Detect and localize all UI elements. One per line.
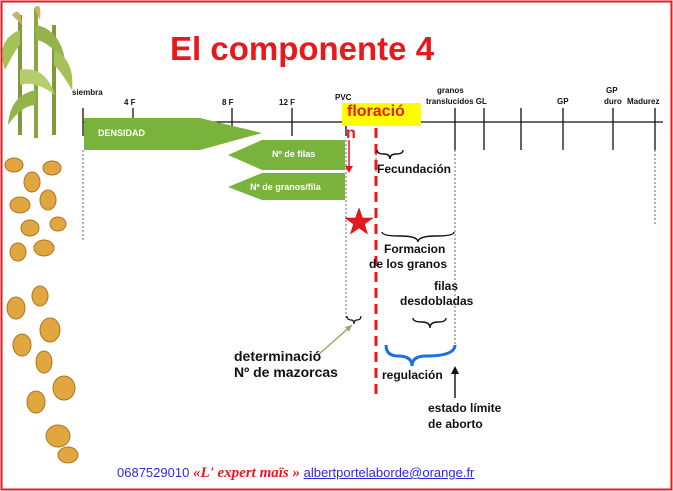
stage-pvc: PVC xyxy=(335,93,352,102)
footer-phone: 0687529010 xyxy=(117,465,190,480)
regulacion-label: regulación xyxy=(382,368,443,382)
determinacion-pointer-head xyxy=(345,325,352,332)
regulacion-bracket xyxy=(384,344,457,367)
fecundacion-bracket xyxy=(376,149,404,160)
granos-fila-arrow xyxy=(228,173,345,200)
stage-gp-duro-1: GP xyxy=(606,86,618,95)
corn-kernels-illustration xyxy=(4,157,79,464)
stage-gp: GP xyxy=(557,97,569,106)
floracion-highlight xyxy=(342,103,421,126)
densidad-label: DENSIDAD xyxy=(98,128,146,138)
densidad-arrow xyxy=(84,118,262,150)
star-icon xyxy=(344,207,374,235)
limite-label-2: de aborto xyxy=(428,417,483,431)
footer: 0687529010 «L' expert maïs » albertporte… xyxy=(117,465,474,482)
determinacion-bracket xyxy=(346,315,362,325)
corn-plant-illustration xyxy=(2,5,73,138)
page-title: El componente 4 xyxy=(170,30,435,67)
filas-label-1: filas xyxy=(434,279,459,293)
fecundacion-label: Fecundación xyxy=(377,162,452,176)
stage-8f: 8 F xyxy=(222,98,234,107)
floracion-label: floració xyxy=(347,103,405,120)
aborto-arrow-head xyxy=(451,366,459,374)
floracion-arrow-head xyxy=(345,166,353,173)
formacion-bracket xyxy=(381,231,455,243)
stage-4f: 4 F xyxy=(124,98,136,107)
stage-12f: 12 F xyxy=(279,98,296,107)
determinacion-label-2: Nº de mazorcas xyxy=(234,364,338,380)
footer-brand: «L' expert maïs » xyxy=(192,465,301,481)
formacion-label-2: de los granos xyxy=(369,257,448,271)
filas-label-2: desdobladas xyxy=(400,294,474,308)
filas-arrow xyxy=(228,140,345,170)
stage-granos-2: translucidos GL xyxy=(426,97,487,106)
filas-label: Nº de filas xyxy=(272,149,316,159)
formacion-label-1: Formacion xyxy=(384,242,446,256)
floracion-label-cont: n xyxy=(346,125,356,142)
stage-madurez: Madurez xyxy=(627,97,660,106)
stage-gp-duro-2: duro xyxy=(604,97,622,106)
determinacion-label-1: determinació xyxy=(234,348,322,364)
determinacion-pointer xyxy=(317,324,353,356)
footer-email[interactable]: albertportelaborde@orange.fr xyxy=(303,465,475,480)
limite-label-1: estado límite xyxy=(428,401,502,415)
stage-granos-1: granos xyxy=(437,86,464,95)
guide-lines xyxy=(82,140,656,345)
timeline-ticks xyxy=(82,108,656,150)
filas-bracket xyxy=(412,317,447,329)
stage-siembra: siembra xyxy=(72,88,103,97)
granos-fila-label: Nº de granos/fila xyxy=(250,182,321,192)
